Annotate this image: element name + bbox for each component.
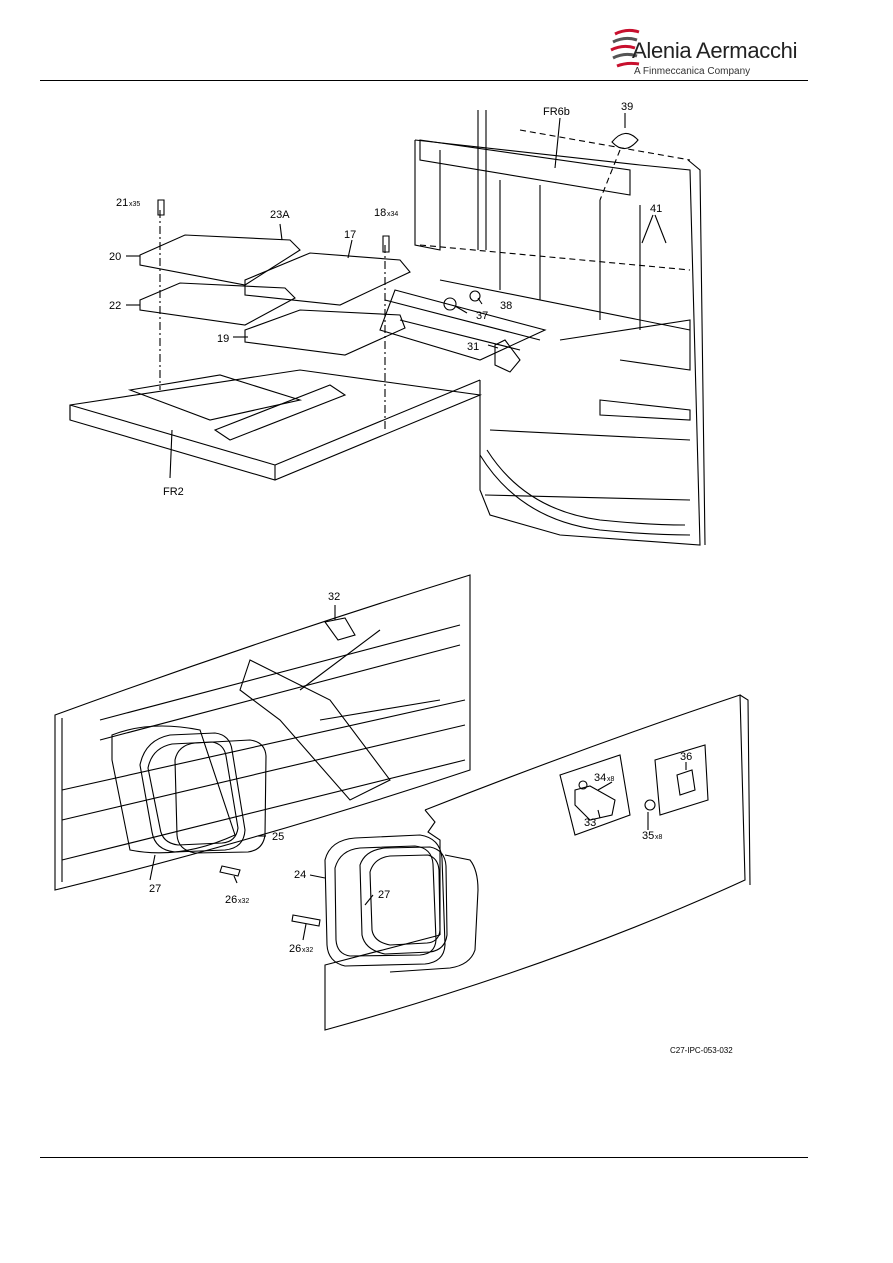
brand-tagline: A Finmeccanica Company <box>634 66 751 77</box>
panel-17 <box>244 252 411 306</box>
right-skin-panel <box>324 694 746 1031</box>
gasket-19 <box>244 309 406 356</box>
callout-27-left: 27 <box>149 883 161 895</box>
header-divider <box>40 80 808 81</box>
latch-33 <box>574 785 616 821</box>
screw-26-right <box>291 914 321 927</box>
callout-24: 24 <box>294 869 306 881</box>
panel-25 <box>174 739 267 854</box>
callout-26-right-qty: x32 <box>302 947 313 954</box>
callout-41: 41 <box>650 203 662 215</box>
screw-21 <box>157 199 165 216</box>
logo-mark-icon <box>610 28 640 68</box>
callout-fr2: FR2 <box>163 486 184 498</box>
screw-18 <box>382 235 390 253</box>
fr6b-top-beam <box>419 139 631 196</box>
callout-31: 31 <box>467 341 479 353</box>
bolt-37 <box>443 297 457 311</box>
callout-26-left: 26 <box>225 894 237 906</box>
rear-frame-outline <box>414 139 701 546</box>
callout-37: 37 <box>476 310 488 322</box>
panel-20 <box>139 234 301 286</box>
nut-35 <box>644 799 656 811</box>
seal-27-left <box>139 732 246 853</box>
frame-24 <box>324 834 446 967</box>
callout-33: 33 <box>584 817 596 829</box>
callout-17: 17 <box>344 229 356 241</box>
callout-18-qty: x34 <box>387 211 398 218</box>
callout-34-qty: x8 <box>607 776 615 783</box>
callout-38: 38 <box>500 300 512 312</box>
screw-34 <box>578 780 588 790</box>
callout-18: 18 <box>374 207 386 219</box>
callout-27-right: 27 <box>378 889 390 901</box>
callout-39: 39 <box>621 101 633 113</box>
figure-code: C27-IPC-053-032 <box>670 1046 733 1055</box>
left-door-recess <box>111 725 236 854</box>
callout-21-qty: x35 <box>129 201 140 208</box>
callout-19: 19 <box>217 333 229 345</box>
striker-36 <box>676 769 696 796</box>
plate-39 <box>611 132 639 150</box>
footer-divider <box>40 1157 808 1158</box>
callout-25: 25 <box>272 831 284 843</box>
callout-21: 21 <box>116 197 128 209</box>
callout-36: 36 <box>680 751 692 763</box>
callout-23a: 23A <box>270 209 290 221</box>
callout-26-left-qty: x32 <box>238 898 249 905</box>
company-logo <box>609 24 809 82</box>
callout-32: 32 <box>328 591 340 603</box>
callout-fr6b: FR6b <box>543 106 570 118</box>
left-bulkhead-panel <box>54 574 471 891</box>
screw-26-left <box>219 865 241 877</box>
callout-26-right: 26 <box>289 943 301 955</box>
hinge-32 <box>324 617 356 641</box>
callout-35-qty: x8 <box>655 834 663 841</box>
callout-35: 35 <box>642 830 654 842</box>
brand-name: Alenia Aermacchi <box>632 38 798 63</box>
bracket-31 <box>494 339 521 373</box>
callout-20: 20 <box>109 251 121 263</box>
callout-34: 34 <box>594 772 606 784</box>
striker-detail-panel <box>654 744 709 816</box>
floor-deck <box>69 369 483 481</box>
gasket-22 <box>139 282 296 326</box>
latch-detail-panel <box>559 754 631 836</box>
washer-38 <box>469 290 481 302</box>
seal-27-right <box>359 846 448 955</box>
callout-22: 22 <box>109 300 121 312</box>
